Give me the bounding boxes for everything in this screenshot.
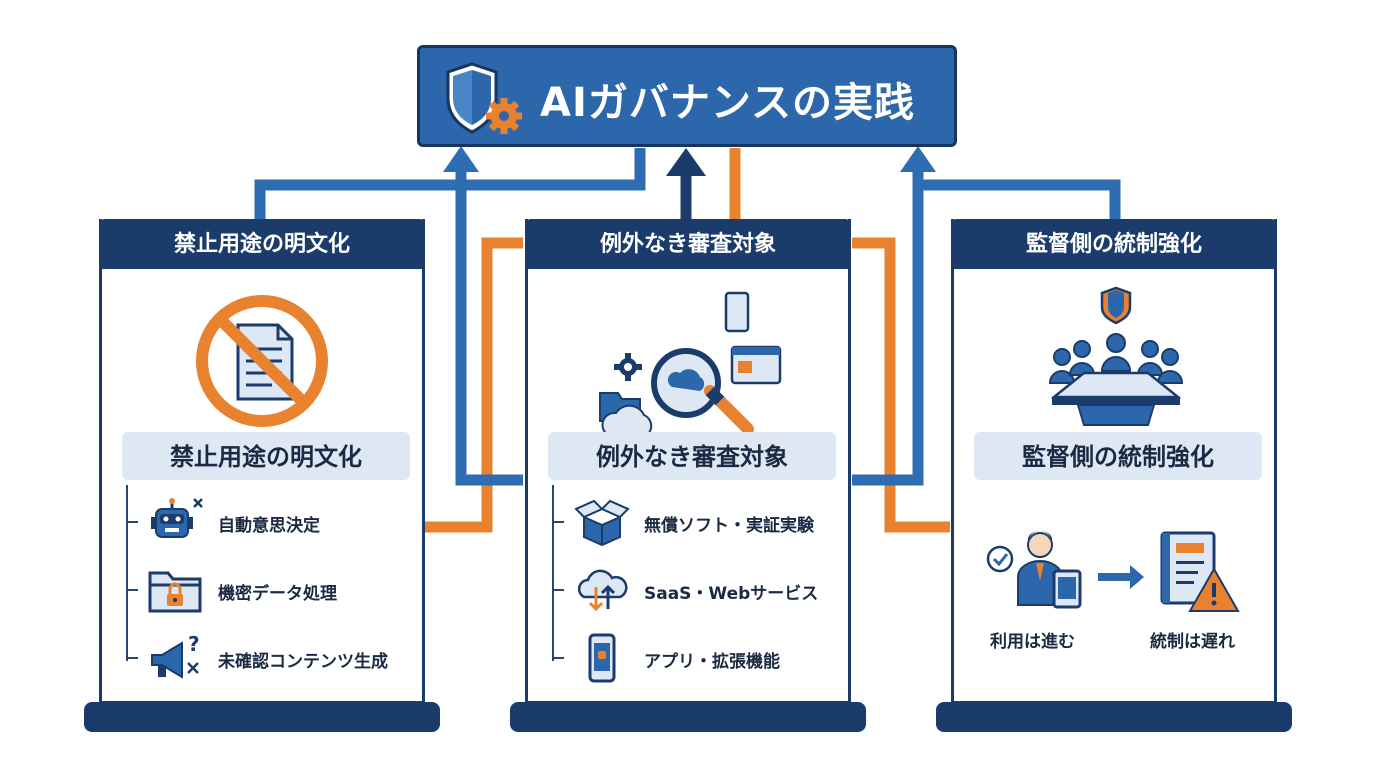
blue-connector-left-mid [455, 165, 523, 486]
item-label: 自動意思決定 [218, 516, 320, 536]
panel-review-targets: 例外なき審査対象 例外なき審査対象 無償ソフト・実証実験 [525, 219, 851, 704]
panel-oversight: 監督側の統制強化 監督側の統制強化 [951, 219, 1277, 704]
list-tick [126, 657, 138, 659]
blue-connector-left-top [254, 148, 646, 220]
governance-lag-flow [986, 531, 1240, 612]
panel-header: 監督側の統制強化 [951, 219, 1277, 269]
cloud-sync-icon [577, 569, 628, 612]
panel-subtitle: 例外なき審査対象 [548, 432, 836, 480]
panel-subtitle: 禁止用途の明文化 [122, 432, 410, 480]
page-title: AIガバナンスの実践 [540, 80, 916, 126]
list-connector [126, 485, 128, 661]
list-item: 自動意思決定 [126, 497, 426, 547]
megaphone-icon: ? [151, 633, 200, 679]
prohibited-document-icon [196, 295, 328, 427]
check-circle-icon [986, 545, 1014, 573]
list-item: ? 未確認コンテンツ生成 [126, 633, 426, 683]
item-label: アプリ・拡張機能 [644, 652, 780, 672]
list-item: SaaS・Webサービス [552, 565, 852, 615]
list-tick [552, 589, 564, 591]
list-item: アプリ・拡張機能 [552, 633, 852, 683]
item-label: 無償ソフト・実証実験 [644, 516, 814, 536]
panel-subtitle: 監督側の統制強化 [974, 432, 1262, 480]
board-meeting-icon [1048, 286, 1184, 426]
list-item: 無償ソフト・実証実験 [552, 497, 852, 547]
panel-base [84, 702, 440, 732]
flow-label-governance: 統制は遅れ [1150, 632, 1235, 652]
blue-connector-right-top [912, 165, 1121, 220]
shield-gear-icon [446, 62, 522, 134]
open-box-icon [574, 499, 630, 547]
smartphone-icon [588, 633, 616, 683]
list-tick [126, 589, 138, 591]
panel-base [510, 702, 866, 732]
list-tick [126, 521, 138, 523]
arrowhead-center [666, 148, 706, 176]
arrow-right-icon [1098, 565, 1144, 589]
arrowhead-right [900, 146, 936, 172]
orange-connector-right [852, 237, 950, 533]
item-label: 未確認コンテンツ生成 [218, 652, 388, 672]
panel-prohibited-uses: 禁止用途の明文化 禁止用途の明文化 自動意思決定 [99, 219, 425, 704]
panel-header: 禁止用途の明文化 [99, 219, 425, 269]
list-item: 機密データ処理 [126, 565, 426, 615]
list-tick [552, 521, 564, 523]
locked-folder-icon [148, 571, 202, 613]
panel-header: 例外なき審査対象 [525, 219, 851, 269]
cloud-search-icon [599, 291, 782, 435]
title-banner: AIガバナンスの実践 [417, 45, 957, 147]
tablet-icon [1052, 569, 1082, 609]
list-connector [552, 485, 554, 661]
item-label: SaaS・Webサービス [644, 584, 819, 604]
flow-label-adoption: 利用は進む [990, 632, 1075, 652]
warning-icon [1188, 566, 1240, 612]
blue-connector-right-mid [852, 185, 924, 486]
item-label: 機密データ処理 [218, 584, 337, 604]
svg-text:?: ? [188, 633, 200, 656]
orange-connector-left [425, 237, 523, 533]
user-icon [1017, 531, 1063, 606]
arrowhead-left [443, 146, 479, 172]
panel-base [936, 702, 1292, 732]
robot-icon [151, 498, 203, 538]
list-tick [552, 657, 564, 659]
